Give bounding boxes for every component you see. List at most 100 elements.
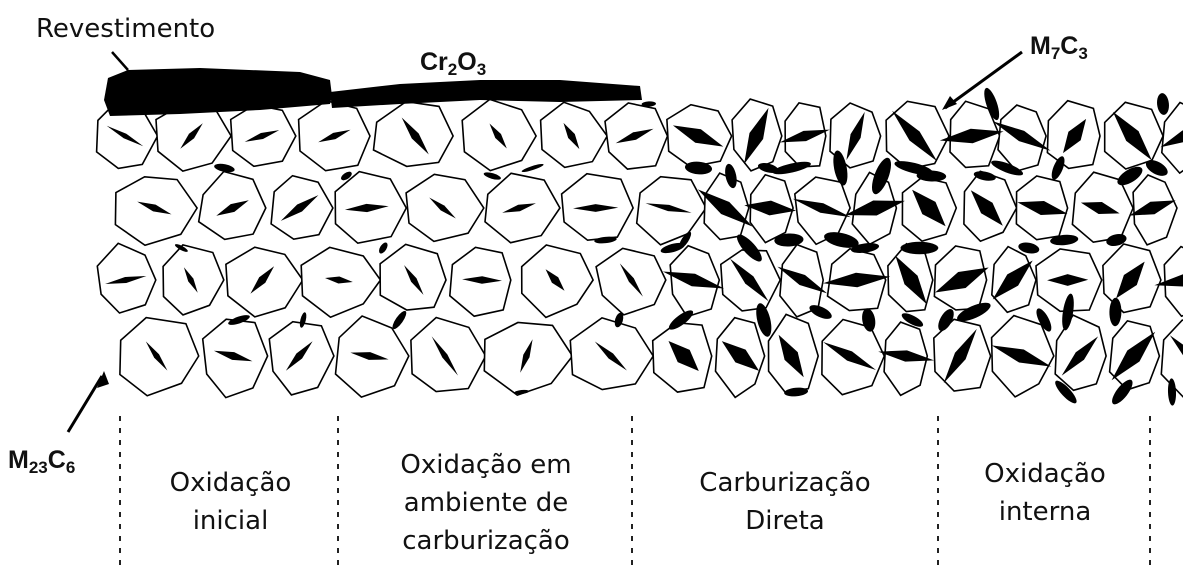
m7c3-arrow [944,50,1023,110]
coating-label: Revestimento [36,14,216,44]
carbide [943,328,977,384]
carbide [183,267,198,293]
carbide [1129,200,1176,216]
carbide [145,341,168,371]
carbide [823,342,876,370]
boundary-carbide [1157,93,1169,115]
boundary-carbide [984,87,1000,121]
carbide [1111,331,1156,381]
carbide [878,350,935,362]
carbide [106,125,144,147]
boundary-carbide [1106,233,1127,247]
carbide [777,266,828,294]
boundary-carbide [1145,160,1168,176]
carbide [662,271,724,289]
boundary-carbide [850,243,880,253]
carbide [668,341,699,371]
carbide [846,111,865,161]
carbide [1154,274,1183,287]
boundary-carbide [1055,380,1077,404]
boundary-carbide [1109,297,1122,327]
oxide-scale-thin [330,80,642,108]
boundary-carbide [736,234,762,262]
carbide [244,130,280,142]
m23c6-arrow [66,375,104,433]
carbide [615,128,654,144]
boundary-carbide [1167,378,1177,406]
grain [1160,319,1183,398]
carbide [1063,118,1087,154]
carbide [1116,261,1145,299]
boundary-carbide [824,232,859,248]
carbide [1160,130,1183,148]
carbide [404,265,424,295]
boundary-carbide [862,308,876,332]
carbide [823,272,891,288]
carbide [672,125,724,147]
boundary-carbide [871,157,892,195]
carbide [779,129,830,143]
carbide [137,201,172,215]
carbide [939,128,1004,144]
carbide [744,200,797,216]
m7c3-label: M7C3 [1030,32,1088,63]
carbide [792,198,851,218]
carbide [992,121,1051,151]
boundary-carbide [901,313,924,327]
carbide [545,269,565,291]
coating-arrow [111,51,129,71]
boundary-carbide [757,163,779,173]
carbide [285,341,313,371]
carbide [325,276,353,284]
boundary-carbide [684,161,713,175]
boundary-carbide [991,160,1024,176]
m23c6-label: M23C6 [8,446,76,477]
boundary-carbide [341,171,352,181]
boundary-carbide [594,236,617,244]
boundary-carbide [379,242,388,254]
carbide [1112,111,1152,161]
boundary-carbide [228,315,250,325]
boundary-carbide [833,150,848,186]
carbide [594,341,627,371]
carbide [892,110,938,162]
boundary-carbide [916,170,947,182]
carbide [744,107,769,165]
carbide [697,189,753,227]
boundary-carbide [392,310,407,330]
carbide [1169,335,1183,356]
oxide-scale [104,68,332,116]
boundary-carbide [774,233,804,247]
carbide [992,260,1033,300]
boundary-carbide [938,309,954,331]
boundary-carbide [1112,379,1133,405]
boundary-carbide [973,171,996,181]
boundary-carbide [1062,293,1074,331]
carbide [350,352,389,360]
carbide [280,195,319,221]
carbide-layer [105,87,1183,406]
boundary-carbide [1018,242,1040,254]
carbide [318,129,351,143]
boundary-carbide [956,302,991,322]
carbide [462,276,502,284]
m23c6-arrowhead [97,371,109,388]
boundary-carbide [784,387,809,397]
boundary-carbide [1051,156,1065,180]
carbide [431,336,458,376]
carbide [573,204,619,212]
carbide [344,203,389,213]
grain [1160,101,1183,175]
carbide [105,276,147,284]
carbide [250,266,275,294]
cr2o3-label: Cr2O3 [420,48,487,79]
grain [410,316,487,393]
carbide [213,350,253,362]
boundary-carbide [641,101,656,107]
boundary-carbide [214,163,235,173]
carbide [721,341,760,371]
